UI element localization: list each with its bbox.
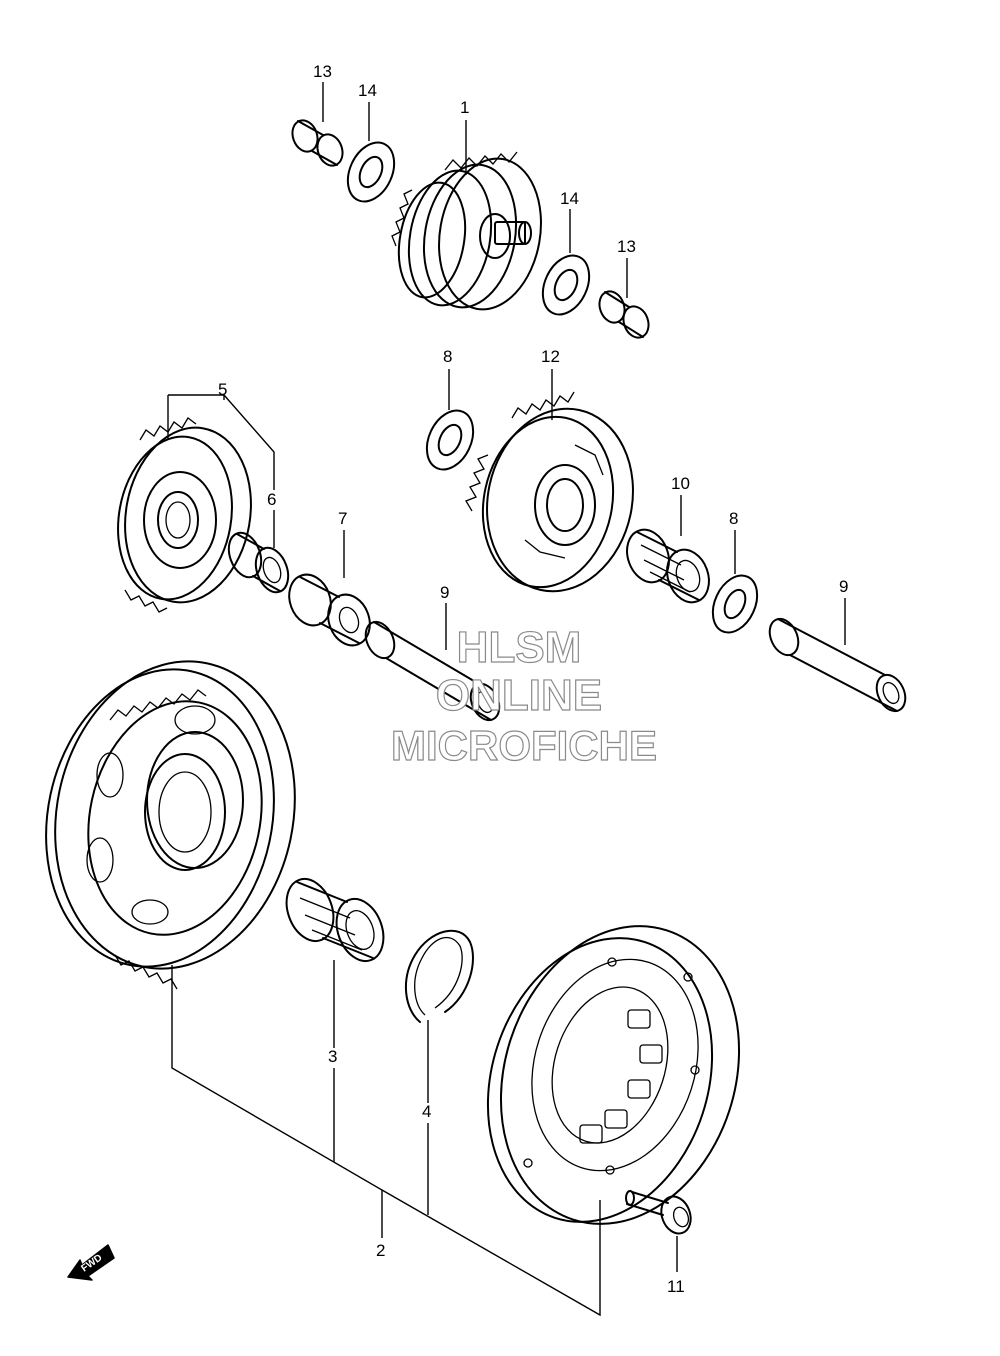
part-9-shaft-left[interactable] [360, 617, 505, 724]
callout-1: 1 [460, 98, 469, 117]
watermark-line1: HLSM [457, 623, 582, 672]
part-3-needle-bearing[interactable] [278, 872, 391, 967]
leader-2-bracket [171, 965, 601, 1317]
callout-14b: 14 [560, 189, 579, 208]
fwd-arrow-icon: FWD [67, 1244, 115, 1281]
part-4-circlip[interactable] [404, 929, 474, 1023]
callout-8a: 8 [443, 347, 452, 366]
callout-14a: 14 [358, 81, 377, 100]
part-7-spacer[interactable] [282, 569, 376, 652]
callout-11: 11 [667, 1277, 685, 1296]
callout-7: 7 [338, 509, 347, 528]
part-5-gear[interactable] [106, 417, 265, 613]
callout-6: 6 [267, 490, 276, 509]
part-2-starter-clutch-gear[interactable] [19, 639, 322, 991]
callout-13b: 13 [617, 237, 636, 256]
part-1-idler-gear[interactable] [390, 150, 552, 317]
callout-4: 4 [422, 1102, 431, 1121]
watermark: HLSM ONLINE MICROFICHE [390, 622, 657, 769]
part-8-washer-lower[interactable] [704, 568, 766, 639]
part-13-bushing-top[interactable] [288, 117, 346, 169]
part-12-starter-idler-gear[interactable] [465, 391, 650, 605]
callout-8b: 8 [729, 509, 738, 528]
callout-5: 5 [218, 380, 227, 399]
callout-2: 2 [376, 1241, 385, 1260]
callout-13a: 13 [313, 62, 332, 81]
part-14-washer-right[interactable] [534, 248, 598, 322]
callout-3: 3 [328, 1047, 337, 1066]
leader-5 [168, 394, 275, 490]
callout-9b: 9 [839, 577, 848, 596]
watermark-line3: MICROFICHE [391, 722, 657, 769]
one-way-clutch-housing[interactable] [452, 895, 776, 1255]
callout-9a: 9 [440, 583, 449, 602]
part-14-washer-top[interactable] [339, 135, 403, 209]
part-6-needle-bearing[interactable] [223, 528, 294, 596]
callout-10: 10 [671, 474, 690, 493]
part-10-needle-bearing[interactable] [620, 524, 716, 608]
callout-12: 12 [541, 347, 560, 366]
part-8-washer-upper[interactable] [418, 403, 482, 477]
part-11-bolt[interactable] [625, 1190, 696, 1238]
watermark-line2: ONLINE [436, 671, 602, 720]
part-13-bushing-right[interactable] [595, 288, 652, 341]
part-9-shaft-right[interactable] [764, 614, 911, 715]
